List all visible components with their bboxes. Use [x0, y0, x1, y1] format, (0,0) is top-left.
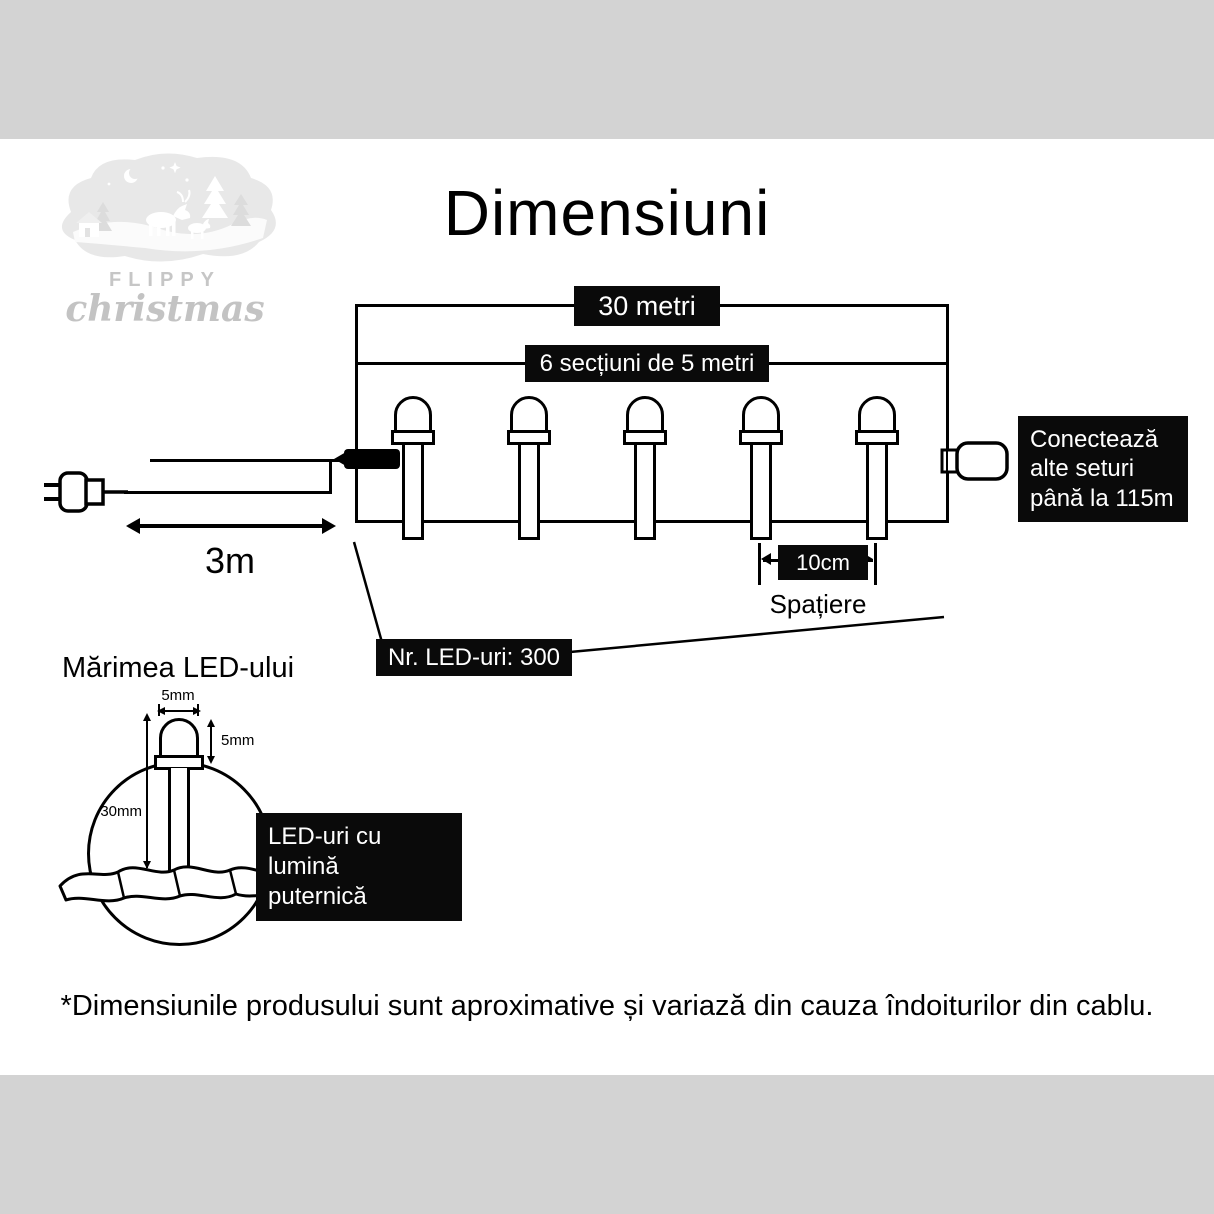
dim-line-bulb-height [210, 722, 212, 762]
dim-line-width [160, 710, 198, 712]
led-bulb-icon [391, 396, 435, 540]
arrow-up-icon [143, 713, 151, 721]
brand-logo: FLIPPY christmas [45, 150, 285, 330]
lead-wire-turn [329, 459, 332, 494]
arrow-left-icon [157, 707, 165, 715]
label-bulb-width: 5mm [161, 687, 195, 704]
bracket-right-drop [946, 304, 949, 523]
label-spacing-caption: Spațiere [769, 589, 867, 619]
arrow-left-icon [126, 518, 140, 534]
led-detail-heading: Mărimea LED-ului [62, 652, 295, 684]
string-connector-icon [344, 449, 400, 469]
label-sections: 6 secțiuni de 5 metri [525, 345, 769, 382]
brand-script: christmas [65, 288, 265, 330]
label-lead-length: 3m [205, 540, 256, 581]
connect-line-1: Conectează [1030, 426, 1159, 453]
led-socket [739, 430, 783, 445]
winter-scene-icon [61, 153, 276, 262]
led-bulb-icon [855, 396, 899, 540]
arrow-right-icon [193, 707, 201, 715]
led-socket [855, 430, 899, 445]
led-tube [402, 445, 424, 540]
led-bulb-icon [507, 396, 551, 540]
led-tube [750, 445, 772, 540]
spacing-tick-right [874, 543, 877, 585]
connect-line-2: alte seturi [1030, 455, 1135, 483]
disclaimer-text: *Dimensiunile produsului sunt aproximati… [60, 990, 1154, 1022]
arrow-down-icon [143, 861, 151, 869]
label-total-length: 30 metri [574, 286, 720, 326]
led-socket [623, 430, 667, 445]
arrow-left-icon [761, 553, 771, 565]
led-bulb-icon [623, 396, 667, 540]
callout-line-1: LED-uri cu lumină [268, 823, 382, 880]
brand-name: FLIPPY [108, 269, 221, 291]
lead-wire-top [150, 459, 348, 462]
label-spacing-value: 10cm [778, 545, 868, 580]
arrow-right-icon [863, 553, 873, 565]
arrow-up-icon [207, 719, 215, 727]
lead-measure-line [138, 524, 324, 528]
led-bulb-icon [739, 396, 783, 540]
string-connector-tip [334, 452, 346, 466]
led-tube [634, 445, 656, 540]
led-tube [518, 445, 540, 540]
led-socket [507, 430, 551, 445]
led-tube [866, 445, 888, 540]
dim-line-total-height [146, 716, 148, 868]
arrow-down-icon [207, 756, 215, 764]
arrow-right-icon [322, 518, 336, 534]
label-led-count: Nr. LED-uri: 300 [376, 639, 572, 676]
bracket-left-drop [355, 304, 358, 523]
label-bulb-height: 5mm [221, 732, 255, 749]
label-bright-leds: LED-uri cu lumină puternică [256, 813, 462, 921]
label-connect-sets: Conectează alte seturi până la 115m [1018, 416, 1188, 522]
led-socket [391, 430, 435, 445]
page-title: Dimensiuni [443, 177, 771, 249]
detail-led-dome [159, 718, 199, 760]
plug-icon [44, 471, 128, 513]
label-total-height: 30mm [100, 803, 142, 820]
lead-wire-bottom [124, 491, 332, 494]
spacing-tick-left [758, 543, 761, 585]
connect-line-3: până la 115m [1030, 484, 1174, 512]
extension-connector-icon [940, 441, 1009, 481]
callout-line-2: puternică [268, 883, 367, 910]
